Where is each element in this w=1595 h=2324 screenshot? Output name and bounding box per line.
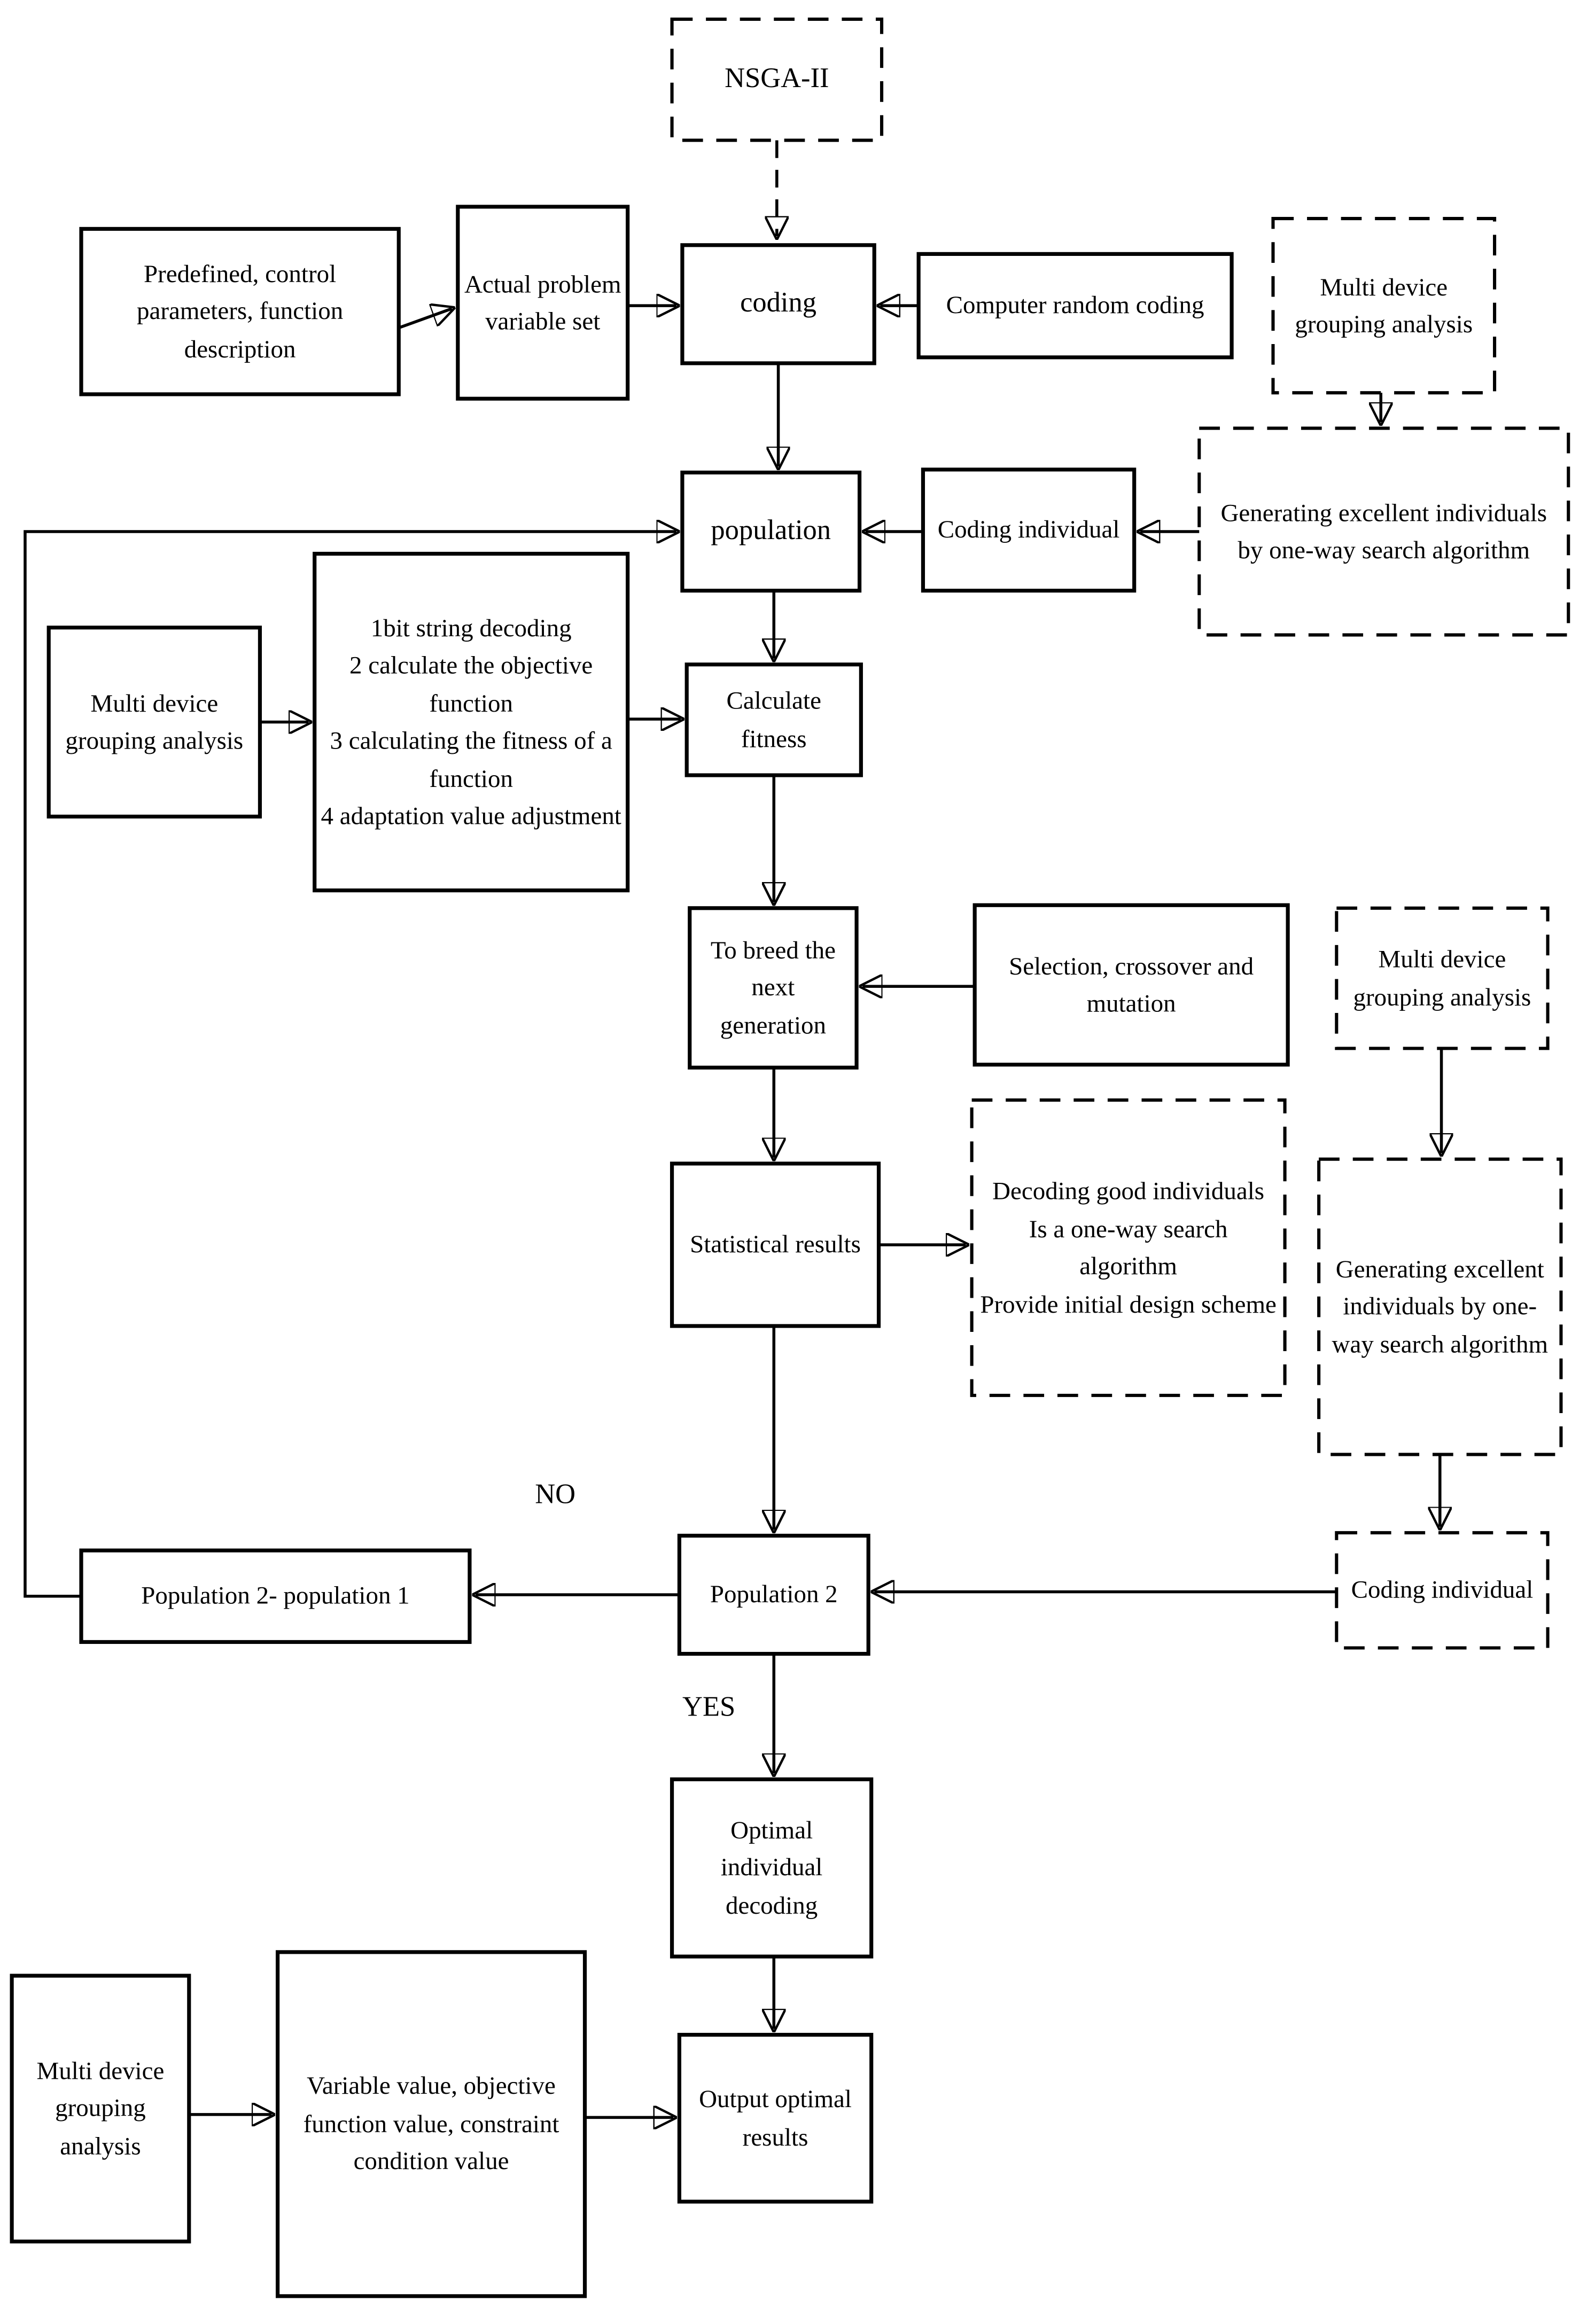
decoding-good-line-3: Provide initial design scheme — [980, 1290, 1277, 1318]
node-breed-next-label: To breed the next generation — [710, 935, 836, 1040]
node-multi-device-left-label: Multi device grouping analysis — [65, 689, 244, 755]
node-computer-random-label: Computer random coding — [946, 291, 1204, 319]
node-output-results-label: Output optimal results — [699, 2085, 852, 2151]
node-computer-random: Computer random coding — [919, 254, 1232, 357]
node-multi-device-right-label: Multi device grouping analysis — [1353, 945, 1531, 1011]
node-multi-device-top-label: Multi device grouping analysis — [1295, 272, 1473, 338]
node-multi-device-top: Multi device grouping analysis — [1273, 219, 1495, 393]
node-population-diff-label: Population 2- population 1 — [141, 1581, 410, 1610]
node-generating-top: Generating excellent individuals by one-… — [1199, 428, 1568, 635]
fitness-step-4: 4 adaptation value adjustment — [321, 801, 621, 830]
node-optimal-decoding: Optimal individual decoding — [672, 1779, 872, 1956]
no-label: NO — [535, 1479, 576, 1511]
node-nsga2-label: NSGA-II — [725, 63, 829, 95]
node-generating-right-label: Generating excellent individuals by one-… — [1332, 1254, 1549, 1359]
node-breed-next: To breed the next generation — [690, 908, 857, 1068]
node-predefined-label: Predefined, control parameters, function… — [137, 259, 344, 363]
node-actual-problem-label: Actual problem variable set — [464, 269, 621, 336]
fitness-step-2: 2 calculate the objective function — [349, 651, 593, 717]
node-optimal-decoding-label: Optimal individual decoding — [720, 1815, 823, 1920]
node-generating-top-label: Generating excellent individuals by one-… — [1220, 498, 1547, 564]
node-generating-right: Generating excellent individuals by one-… — [1319, 1159, 1561, 1455]
node-coding-individual-bottom: Coding individual — [1336, 1533, 1547, 1648]
node-coding-label: coding — [740, 287, 817, 319]
node-calculate-fitness-label: Calculate fitness — [726, 687, 821, 753]
node-variable-value-label: Variable value, objective function value… — [303, 2072, 559, 2175]
arrow-predefined-to-actual — [398, 309, 452, 330]
node-coding-individual-bottom-label: Coding individual — [1351, 1576, 1534, 1604]
node-decoding-good: Decoding good individuals Is a one-way s… — [972, 1100, 1285, 1395]
node-nsga2: NSGA-II — [672, 19, 882, 141]
decoding-good-line-2: Is a one-way search algorithm — [1029, 1214, 1228, 1281]
node-coding-individual-top-label: Coding individual — [937, 516, 1120, 544]
node-actual-problem: Actual problem variable set — [458, 207, 628, 399]
node-coding-individual-top: Coding individual — [923, 470, 1134, 591]
node-predefined: Predefined, control parameters, function… — [81, 229, 399, 394]
node-selection-crossover-label: Selection, crossover and mutation — [1009, 952, 1254, 1018]
node-population-diff: Population 2- population 1 — [81, 1550, 470, 1642]
node-variable-value: Variable value, objective function value… — [278, 1952, 585, 2296]
node-population-2-label: Population 2 — [710, 1580, 838, 1609]
node-statistical-results-label: Statistical results — [690, 1230, 861, 1259]
node-multi-device-bottom-label: Multi device grouping analysis — [36, 2056, 165, 2160]
node-output-results: Output optimal results — [679, 2035, 871, 2202]
node-population-2: Population 2 — [679, 1535, 868, 1654]
node-fitness-steps-label: 1bit string decoding 2 calculate the obj… — [321, 609, 622, 835]
node-calculate-fitness: Calculate fitness — [687, 665, 861, 775]
node-population: population — [682, 472, 860, 590]
node-selection-crossover: Selection, crossover and mutation — [975, 905, 1288, 1065]
node-coding: coding — [682, 245, 874, 363]
fitness-step-3: 3 calculating the fitness of a function — [330, 726, 612, 792]
node-multi-device-left: Multi device grouping analysis — [49, 628, 260, 817]
node-decoding-good-label: Decoding good individuals Is a one-way s… — [978, 1173, 1279, 1323]
node-fitness-steps: 1bit string decoding 2 calculate the obj… — [315, 553, 628, 890]
decoding-good-line-1: Decoding good individuals — [992, 1176, 1265, 1205]
node-multi-device-bottom: Multi device grouping analysis — [12, 1976, 189, 2242]
yes-label: YES — [682, 1692, 736, 1723]
fitness-step-1: 1bit string decoding — [370, 613, 572, 642]
node-population-label: population — [711, 514, 831, 546]
node-statistical-results: Statistical results — [672, 1164, 879, 1326]
node-multi-device-right: Multi device grouping analysis — [1336, 908, 1547, 1049]
